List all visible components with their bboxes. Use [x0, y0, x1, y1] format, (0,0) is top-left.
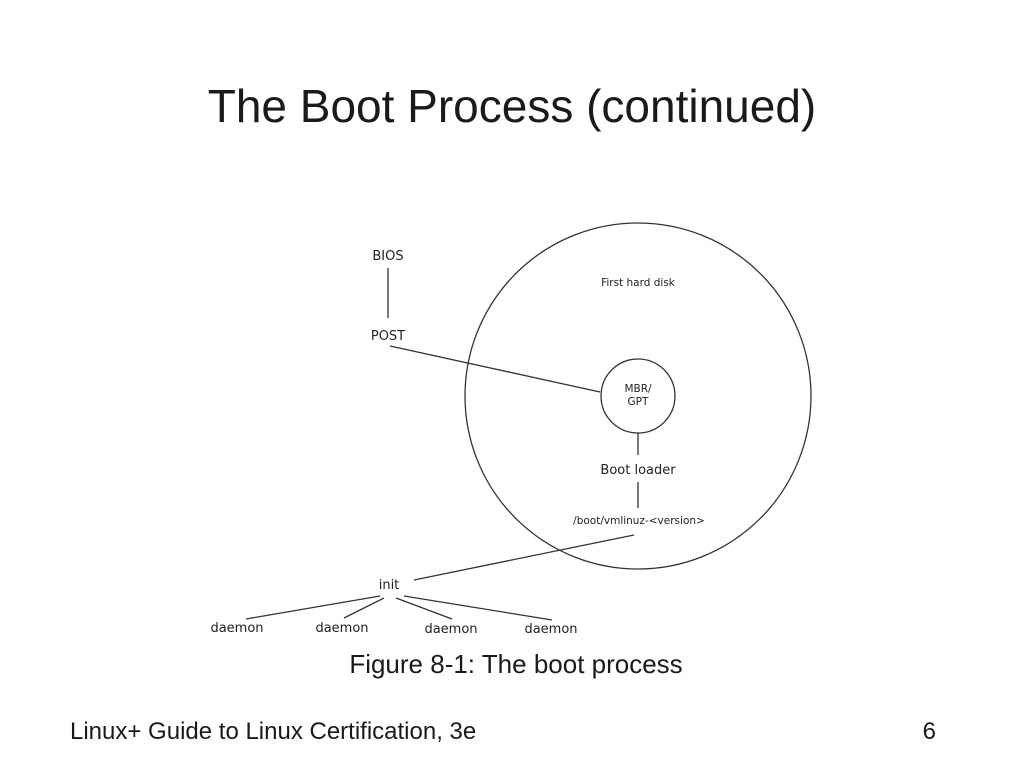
- init-daemon-2-connector: [343, 597, 385, 619]
- bios-label: BIOS: [372, 249, 403, 264]
- init-daemon-4-connector: [403, 595, 553, 621]
- kernel-label: /boot/vmlinuz-<version>: [573, 515, 705, 527]
- mbr-label-line1: MBR/: [624, 383, 652, 395]
- page-number: 6: [922, 718, 936, 745]
- init-daemon-3-connector: [395, 597, 453, 620]
- boot-loader-label: Boot loader: [600, 463, 676, 478]
- hard-disk-label: First hard disk: [601, 277, 676, 289]
- init-daemon-1-connector: [245, 595, 381, 620]
- daemon-label-2: daemon: [315, 621, 368, 636]
- footer-text: Linux+ Guide to Linux Certification, 3e: [70, 718, 477, 745]
- hard-disk-circle: [464, 222, 812, 570]
- daemon-label-3: daemon: [424, 622, 477, 637]
- figure-caption: Figure 8-1: The boot process: [349, 649, 683, 679]
- init-label: init: [379, 578, 400, 593]
- kernel-init-connector: [413, 534, 635, 581]
- post-label: POST: [371, 329, 405, 344]
- mbr-label-line2: GPT: [628, 396, 649, 408]
- post-mbr-connector: [389, 345, 601, 393]
- daemon-label-1: daemon: [210, 621, 263, 636]
- daemon-label-4: daemon: [524, 622, 577, 637]
- slide-title: The Boot Process (continued): [207, 80, 817, 132]
